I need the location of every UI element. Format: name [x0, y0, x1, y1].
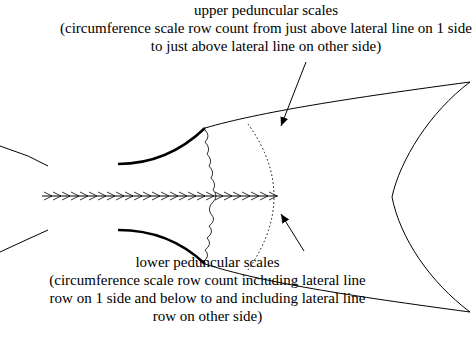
dorsal-fin: [0, 146, 48, 166]
leader-arrow: [281, 62, 306, 126]
note-text: (circumference scale row count from just…: [60, 19, 472, 55]
peduncle-boundary: [248, 124, 274, 270]
anal-fin: [0, 230, 48, 252]
note-text: (circumference scale row count including…: [40, 271, 375, 325]
upper-body-outline: [118, 128, 205, 164]
part-name: upper peduncular scales: [60, 1, 472, 19]
lateral-line-scales: [44, 192, 277, 200]
part-name: lower peduncular scales: [40, 253, 375, 271]
leader-arrow: [281, 214, 304, 251]
